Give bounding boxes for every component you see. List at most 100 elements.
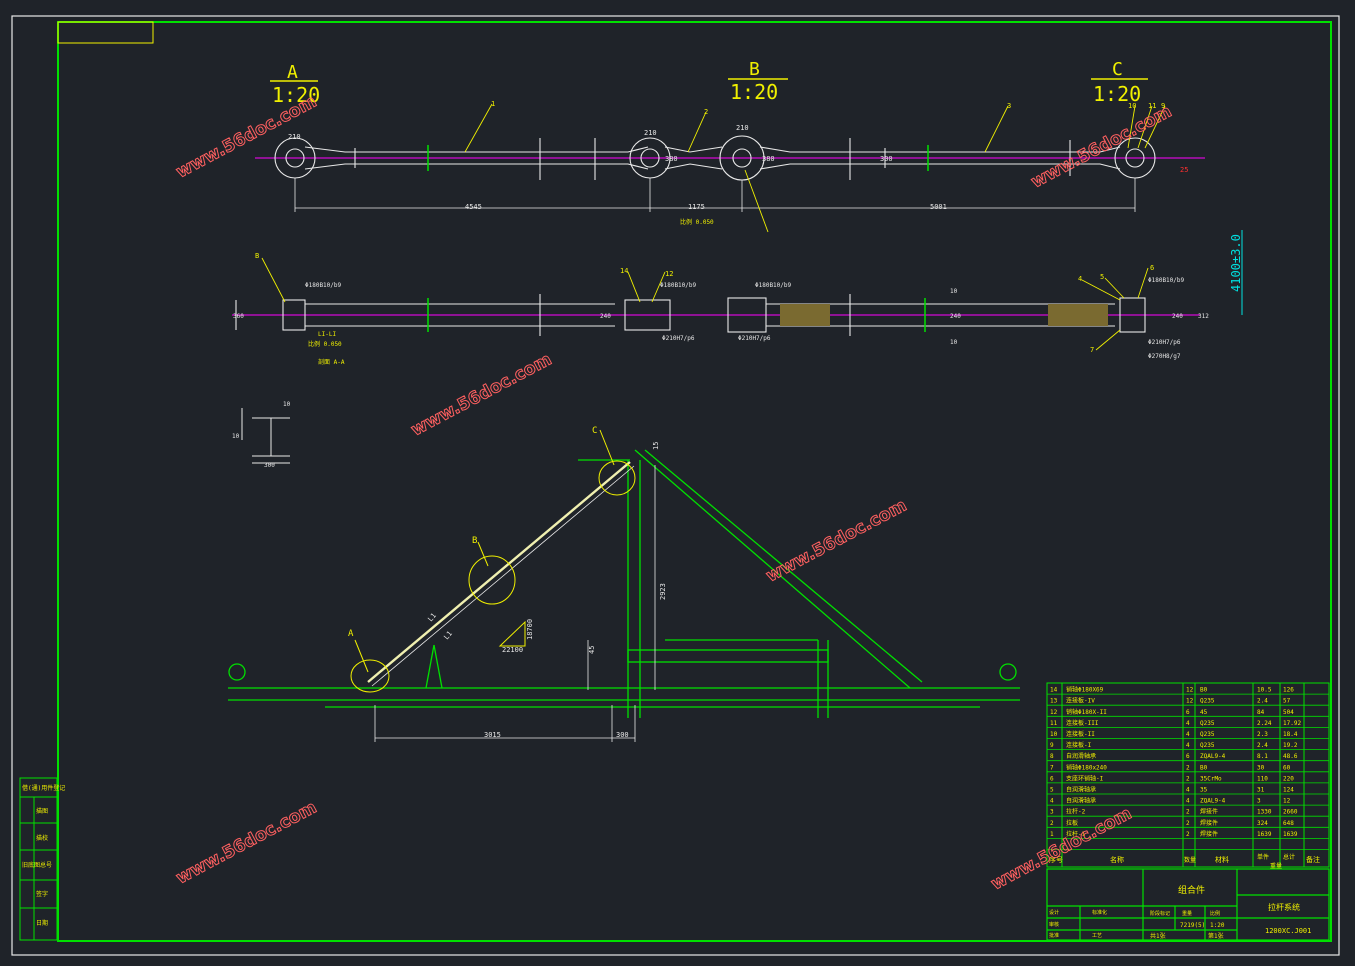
bom-cell-qty: 4: [1186, 720, 1190, 727]
side-strip-label: 借(通)用件登记: [22, 784, 65, 792]
dim-label: 2923: [659, 583, 667, 600]
bom-cell-mat: 35CrMo: [1200, 775, 1222, 782]
dim-label: 360: [233, 313, 244, 320]
sheet-number: 第1张: [1208, 932, 1224, 940]
tb-label: 阶段标记: [1150, 910, 1170, 917]
bom-header-qty: 数量: [1184, 856, 1196, 864]
watermark: www.56doc.com: [763, 496, 910, 587]
bom-cell-mat: Q235: [1200, 742, 1215, 749]
tb-label: 设计: [1049, 909, 1059, 916]
tb-label: 工艺: [1092, 933, 1102, 939]
fit-label: Φ180B10/b9: [305, 282, 342, 289]
callout: C: [592, 426, 597, 436]
bom-cell-qty: 4: [1186, 742, 1190, 749]
bom-cell-name: 销轴Φ180X69: [1066, 686, 1104, 694]
bom-cell-total: 124: [1283, 787, 1294, 794]
bom-cell-total: 17.92: [1283, 720, 1301, 727]
dim-label: 5001: [930, 203, 947, 211]
dim-label: 240: [950, 313, 961, 320]
fit-label: Φ180B10/b9: [660, 282, 697, 289]
code-box: [57, 21, 154, 44]
side-strip-label: 描校: [36, 834, 48, 842]
bom-cell-qty: 4: [1186, 787, 1190, 794]
tb-label: 比例: [1210, 910, 1220, 917]
callout: 7: [1090, 346, 1094, 354]
tie-rod: [367, 461, 631, 683]
fit-label: Φ210H7/p6: [662, 335, 695, 342]
top-view: 210 210 210 4545 1175 5001 380 380 300 2…: [255, 59, 1205, 233]
dim-label: L1: [442, 630, 454, 642]
bom-cell-unit: 2.24: [1257, 720, 1272, 727]
view-scale-a: 1:20: [272, 83, 320, 107]
bom-cell-total: 60: [1283, 764, 1291, 771]
bom-cell-unit: 2.4: [1257, 742, 1268, 749]
bom-cell-mat: Q235: [1200, 698, 1215, 705]
view-letter-c: C: [1112, 59, 1123, 80]
bom-cell-total: 220: [1283, 775, 1294, 782]
bom-cell-total: 48.6: [1283, 753, 1298, 760]
view-scale-b: 1:20: [730, 80, 778, 104]
bom-cell-mat: 焊接件: [1200, 808, 1218, 816]
bom-cell-qty: 6: [1186, 753, 1190, 760]
bom-cell-total: 1639: [1283, 831, 1298, 838]
bom-cell-qty: 2: [1186, 831, 1190, 838]
bom-cell-name: 销轴Φ180X-II: [1066, 708, 1107, 716]
callout: B: [472, 536, 477, 546]
bom-cell-name: 自润滑轴承: [1066, 752, 1096, 760]
overall-length: 4100±3.0: [1229, 234, 1243, 292]
bom-header-remark: 备注: [1306, 855, 1320, 864]
note: 剖面 A-A: [318, 358, 345, 366]
dim-label: 18700: [526, 619, 534, 640]
dim-label: 10: [232, 433, 240, 440]
dim-label: 300: [264, 462, 275, 469]
fit-label: Φ180B10/b9: [1148, 277, 1185, 284]
bom-cell-no: 4: [1050, 798, 1054, 805]
dim-label: 240: [1172, 313, 1183, 320]
elevation-view: A B C L1 L1 2923 45 3015 300 22100 18700…: [228, 426, 1020, 742]
side-strip-label: 描图: [36, 807, 48, 815]
bom-cell-total: 2660: [1283, 809, 1298, 816]
bom-cell-name: 支座环销轴-I: [1066, 774, 1104, 782]
bom-cell-name: 拉杆-2: [1066, 808, 1086, 816]
bom-cell-qty: 4: [1186, 798, 1190, 805]
callout: 3: [1007, 102, 1011, 110]
bom-header-unit: 单件: [1257, 853, 1269, 861]
bom-cell-unit: 84: [1257, 709, 1265, 716]
dim-label: 3015: [484, 731, 501, 739]
hatch-region: [780, 304, 830, 326]
watermark: www.56doc.com: [408, 350, 555, 441]
callout: 9: [1161, 102, 1165, 110]
bom-cell-name: 连接板-III: [1066, 719, 1099, 727]
callout: 6: [1150, 264, 1154, 272]
dim-label: 4545: [465, 203, 482, 211]
callout: 14: [620, 267, 628, 275]
dim-label: 380: [762, 155, 775, 163]
view-scale-c: 1:20: [1093, 82, 1141, 106]
callout: 4: [1078, 275, 1082, 283]
bom-cell-mat: B0: [1200, 687, 1208, 694]
bom-cell-no: 12: [1050, 709, 1058, 716]
dim-label: 210: [736, 124, 749, 132]
inner-frame: [57, 21, 1332, 942]
bom-cell-mat: Q235: [1200, 720, 1215, 727]
side-strip-text: 借(通)用件登记 描图 描校 旧底图总号 签字 日期: [22, 784, 65, 927]
bom-header-total: 总计: [1283, 853, 1295, 861]
bom-cell-name: 自润滑轴承: [1066, 797, 1096, 805]
bom-cell-name: 销轴Φ180x240: [1066, 763, 1107, 771]
bom-cell-no: 8: [1050, 753, 1054, 760]
callout: 2: [704, 108, 708, 116]
dim-label: 22100: [502, 646, 523, 654]
bom-cell-no: 1: [1050, 831, 1054, 838]
bom-header-mat: 材料: [1215, 855, 1229, 864]
fit-label: Φ270H8/g7: [1148, 353, 1181, 360]
note: 比例 0.050: [680, 218, 714, 226]
watermark: www.56doc.com: [173, 798, 320, 889]
side-strip: [19, 777, 58, 941]
callout: 1: [491, 100, 495, 108]
fit-label: Φ210H7/p6: [1148, 339, 1181, 346]
side-strip-label: 日期: [36, 919, 48, 927]
bom-header-name: 名称: [1110, 855, 1124, 864]
tb-label: 批准: [1049, 932, 1059, 939]
